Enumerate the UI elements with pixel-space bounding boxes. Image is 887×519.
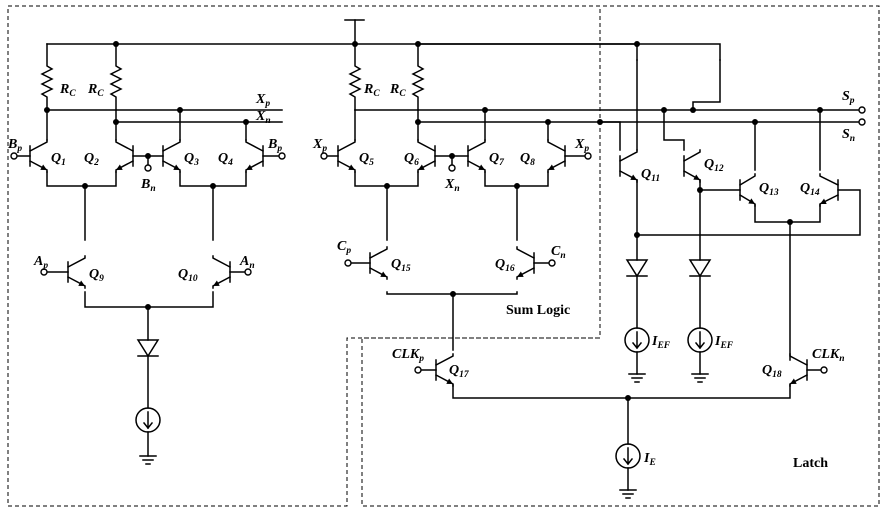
transistor-q5 <box>336 139 356 173</box>
label-rc1: RC <box>59 82 76 99</box>
label-rc3: RC <box>363 82 380 99</box>
label-q7: Q7 <box>489 151 505 168</box>
label-q2: Q2 <box>84 151 99 168</box>
label-rc4: RC <box>389 82 406 99</box>
mid-bottom-wiring <box>386 291 518 351</box>
label-q9: Q9 <box>89 267 104 284</box>
label-q13: Q13 <box>759 181 779 198</box>
transistor-q12 <box>682 149 701 183</box>
label-source-ief2: IEF <box>714 334 734 351</box>
label-net-xn: Xn <box>255 109 271 126</box>
transistor-q3 <box>161 139 181 173</box>
label-input-xp-right: Xp <box>574 137 589 154</box>
transistor-q9 <box>66 255 86 289</box>
label-q4: Q4 <box>218 151 233 168</box>
clock-pair-wiring <box>452 384 791 499</box>
label-q14: Q14 <box>800 181 820 198</box>
label-input-cn: Cn <box>551 244 566 261</box>
label-net-sn: Sn <box>842 127 855 144</box>
label-net-sp: Sp <box>842 89 855 106</box>
transistor-q13 <box>738 173 756 207</box>
label-q17: Q17 <box>449 363 470 380</box>
label-q5: Q5 <box>359 151 374 168</box>
transistor-q18 <box>789 353 809 387</box>
label-rc2: RC <box>87 82 104 99</box>
transistor-q4 <box>245 139 265 173</box>
label-input-bp-left: Bp <box>7 137 22 154</box>
label-input-bp-right: Bp <box>267 137 282 154</box>
label-input-cp: Cp <box>337 239 351 256</box>
label-block-latch: Latch <box>793 456 828 471</box>
label-source-ief1: IEF <box>651 334 671 351</box>
left-bottom-wiring <box>84 291 214 465</box>
label-input-an: An <box>239 254 255 271</box>
transistor-q11 <box>618 149 638 183</box>
label-net-xp: Xp <box>255 92 270 109</box>
latch-wiring <box>624 59 861 383</box>
transistor-q7 <box>466 139 486 173</box>
transistor-q2 <box>115 139 135 173</box>
junction-dots <box>44 41 823 401</box>
label-q12: Q12 <box>704 157 724 174</box>
label-q8: Q8 <box>520 151 535 168</box>
label-q3: Q3 <box>184 151 199 168</box>
label-q6: Q6 <box>404 151 419 168</box>
x-buses <box>46 109 283 141</box>
label-q10: Q10 <box>178 267 198 284</box>
label-block-sum-logic: Sum Logic <box>506 303 570 318</box>
label-q15: Q15 <box>391 257 411 274</box>
transistor-q1 <box>28 139 48 173</box>
label-input-ap: Ap <box>33 254 48 271</box>
label-input-xp-left: Xp <box>312 137 327 154</box>
transistor-q15 <box>368 246 388 280</box>
transistor-q16 <box>516 246 536 280</box>
upper-tail-wiring <box>46 155 549 241</box>
transistor-q10 <box>212 255 232 289</box>
transistor-q8 <box>547 139 567 173</box>
label-q1: Q1 <box>51 151 66 168</box>
label-q16: Q16 <box>495 257 515 274</box>
vcc-rail <box>46 19 721 61</box>
label-source-ie: IE <box>643 451 656 468</box>
transistor-q14 <box>819 173 840 207</box>
label-input-clkn: CLKn <box>812 347 845 364</box>
sum-logic-block-outline <box>7 5 601 507</box>
load-resistors <box>40 43 425 111</box>
label-input-xn-mid: Xn <box>444 177 460 194</box>
latch-block-outline <box>361 5 880 507</box>
label-q11: Q11 <box>641 167 660 184</box>
s-buses <box>354 59 863 171</box>
label-q18: Q18 <box>762 363 782 380</box>
label-input-clkp: CLKp <box>392 347 424 364</box>
label-input-bn: Bn <box>140 177 156 194</box>
input-pins <box>10 106 866 374</box>
transistor-q6 <box>417 139 437 173</box>
